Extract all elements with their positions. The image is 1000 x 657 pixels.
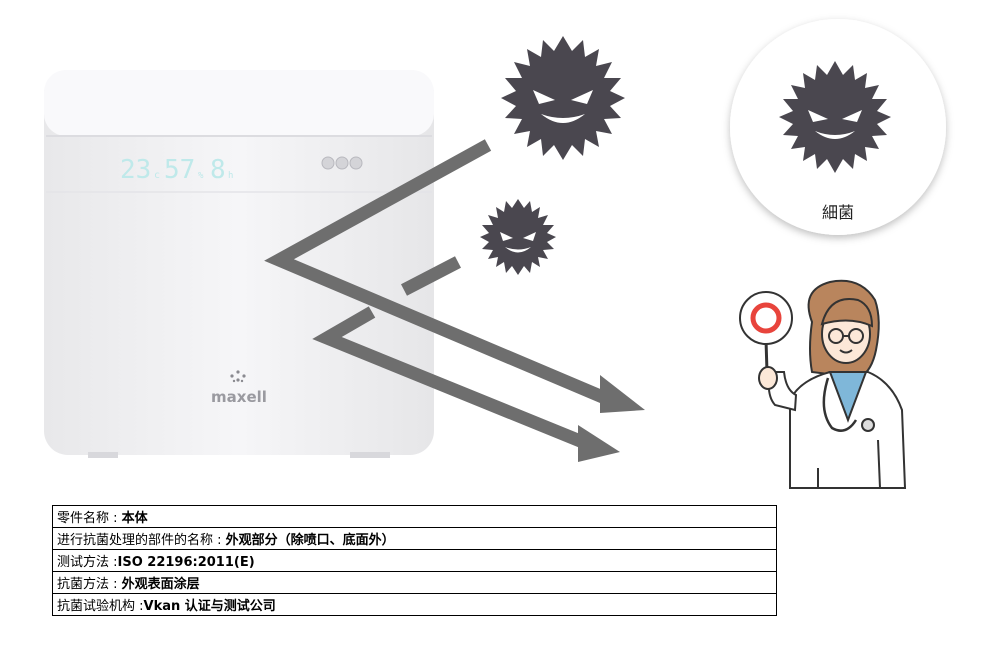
germ-large-icon — [501, 36, 625, 160]
ok-sign-icon — [739, 291, 793, 345]
bacteria-label: 細菌 — [822, 203, 854, 222]
arrow-small-bounce — [312, 306, 593, 452]
arrowhead-large-icon — [600, 375, 645, 413]
row-label: 抗菌方法 : — [57, 577, 122, 592]
row-value: ISO 22196:2011(E) — [117, 555, 255, 570]
row-value: Vkan 认证与测试公司 — [143, 599, 276, 614]
lcd-humidity-unit: % — [198, 171, 204, 181]
lcd-temperature-unit: c — [154, 170, 160, 181]
table-cell: 零件名称 : 本体 — [52, 505, 777, 528]
antibacterial-info-table: 零件名称 : 本体 进行抗菌处理的部件的名称 : 外观部分（除喷口、底面外） 测… — [52, 505, 777, 616]
lcd-display: 23 c 57 % 8 h — [120, 155, 233, 185]
lcd-temperature: 23 — [120, 155, 151, 185]
bacteria-callout: 細菌 — [730, 19, 946, 235]
arrow-small — [401, 256, 461, 296]
germ-small-icon — [480, 199, 556, 275]
row-label: 进行抗菌处理的部件的名称 : — [57, 533, 226, 548]
doctor-illustration — [739, 279, 907, 489]
illustration: 23 c 57 % 8 h maxell — [44, 19, 946, 489]
brand-logo: maxell — [211, 388, 267, 406]
sensor-dots-icon — [230, 370, 246, 383]
row-label: 零件名称 : — [57, 511, 122, 526]
table-cell: 抗菌试验机构 :Vkan 认证与测试公司 — [52, 593, 777, 616]
arrow-large — [264, 139, 615, 407]
table-cell: 抗菌方法 : 外观表面涂层 — [52, 571, 777, 594]
table-row: 进行抗菌处理的部件的名称 : 外观部分（除喷口、底面外） — [52, 527, 777, 550]
lcd-hour: 8 — [210, 155, 226, 185]
lcd-hour-unit: h — [228, 171, 233, 181]
row-label: 测试方法 : — [57, 555, 118, 570]
row-value: 外观表面涂层 — [121, 577, 200, 592]
deflection-arrows — [264, 139, 645, 462]
row-value: 本体 — [121, 511, 148, 526]
control-buttons-icon — [321, 156, 363, 170]
lcd-humidity: 57 — [164, 155, 195, 185]
arrowhead-small-icon — [578, 425, 620, 462]
table-row: 测试方法 :ISO 22196:2011(E) — [52, 549, 777, 572]
air-purifier-device: 23 c 57 % 8 h maxell — [44, 70, 434, 458]
table-row: 零件名称 : 本体 — [52, 505, 777, 528]
row-value: 外观部分（除喷口、底面外） — [225, 533, 395, 548]
table-cell: 测试方法 :ISO 22196:2011(E) — [52, 549, 777, 572]
table-row: 抗菌方法 : 外观表面涂层 — [52, 571, 777, 594]
row-label: 抗菌试验机构 : — [57, 599, 144, 614]
table-cell: 进行抗菌处理的部件的名称 : 外观部分（除喷口、底面外） — [52, 527, 777, 550]
table-row: 抗菌试验机构 :Vkan 认证与测试公司 — [52, 593, 777, 616]
germ-callout-icon — [779, 61, 891, 173]
